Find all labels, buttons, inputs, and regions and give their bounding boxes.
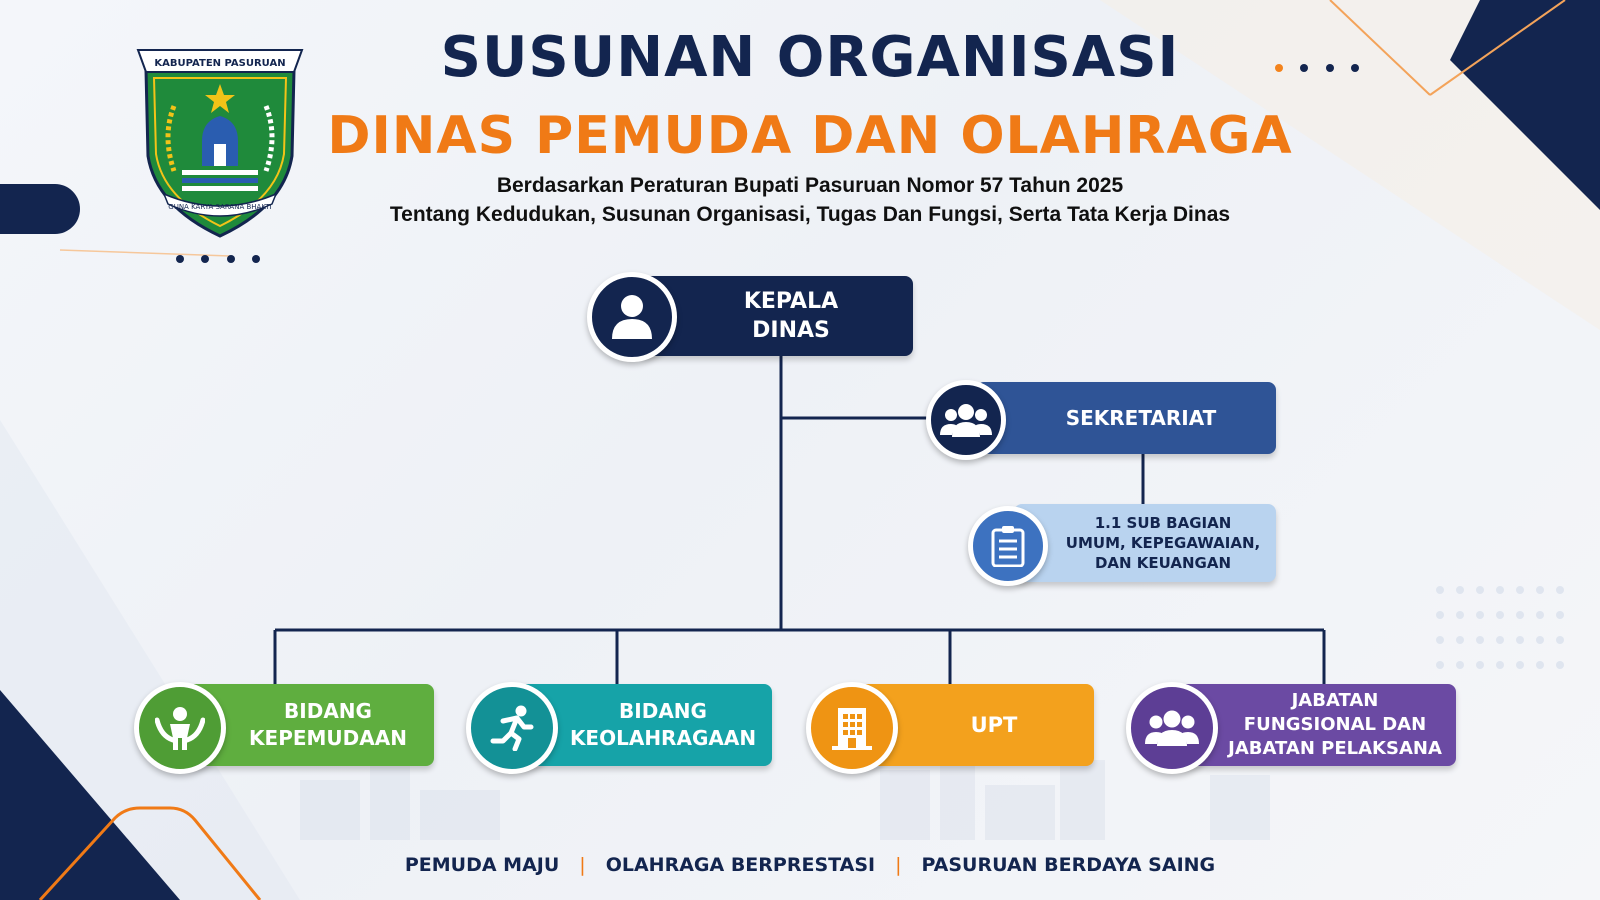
sub-bagian-line2: UMUM, KEPEGAWAIAN,: [1065, 534, 1261, 552]
logo-banner-text: KABUPATEN PASURUAN: [154, 58, 285, 69]
kepala-line2: DINAS: [752, 318, 830, 343]
regulation-subject-line: Tentang Kedudukan, Susunan Organisasi, T…: [389, 203, 1231, 226]
node-upt: UPT: [806, 682, 1094, 774]
node-sekretariat: SEKRETARIAT: [926, 380, 1276, 462]
sekretariat-label: SEKRETARIAT: [1065, 406, 1217, 430]
page-subtitle-organization: DINAS PEMUDA DAN OLAHRAGA: [327, 106, 1293, 166]
footer-separator: |: [579, 854, 586, 876]
clipboard-icon: [968, 506, 1048, 586]
sub-bagian-line1: 1.1 SUB BAGIAN: [1094, 514, 1232, 532]
decorative-dots: [1275, 64, 1359, 74]
runner-icon: [466, 682, 558, 774]
kabupaten-pasuruan-logo: KABUPATEN PASURUAN GUNA KARYA SARANA BHA…: [136, 49, 304, 238]
group-icon: [926, 380, 1006, 460]
node-bidang-kepemudaan: BIDANG KEPEMUDAAN: [134, 682, 434, 774]
jabatan-line2: FUNGSIONAL DAN: [1243, 714, 1427, 735]
person-icon: [587, 272, 677, 362]
node-bidang-keolahragaan: BIDANG KEOLAHRAGAAN: [466, 682, 772, 774]
bidang-1-line1: BIDANG: [284, 699, 372, 723]
building-icon: [806, 682, 898, 774]
jabatan-line3: JABATAN PELAKSANA: [1228, 738, 1442, 759]
footer-item-pasuruan: PASURUAN BERDAYA SAING: [921, 854, 1216, 876]
group-icon: [1126, 682, 1218, 774]
node-kepala-dinas: KEPALA DINAS: [587, 272, 913, 364]
decorative-dots: [176, 255, 260, 265]
footer-tagline: PEMUDA MAJU | OLAHRAGA BERPRESTASI | PAS…: [400, 852, 1220, 878]
page-title: SUSUNAN ORGANISASI: [440, 25, 1180, 90]
bidang-2-line1: BIDANG: [619, 699, 707, 723]
kepala-line1: KEPALA: [743, 289, 839, 314]
footer-separator: |: [895, 854, 902, 876]
bidang-2-line2: KEOLAHRAGAAN: [569, 726, 757, 750]
bidang-1-line2: KEPEMUDAAN: [249, 726, 407, 750]
node-jabatan-fungsional: JABATAN FUNGSIONAL DAN JABATAN PELAKSANA: [1126, 682, 1456, 774]
footer-item-pemuda: PEMUDA MAJU: [404, 854, 560, 876]
footer-item-olahraga: OLAHRAGA BERPRESTASI: [605, 854, 876, 876]
upt-label: UPT: [970, 713, 1018, 737]
regulation-line: Berdasarkan Peraturan Bupati Pasuruan No…: [496, 174, 1124, 197]
logo-motto-text: GUNA KARYA SARANA BHAKTI: [168, 203, 271, 211]
youth-icon: [134, 682, 226, 774]
jabatan-line1: JABATAN: [1291, 690, 1379, 711]
sub-bagian-line3: DAN KEUANGAN: [1094, 554, 1232, 572]
node-sub-bagian: 1.1 SUB BAGIAN UMUM, KEPEGAWAIAN, DAN KEUA…: [968, 502, 1276, 588]
